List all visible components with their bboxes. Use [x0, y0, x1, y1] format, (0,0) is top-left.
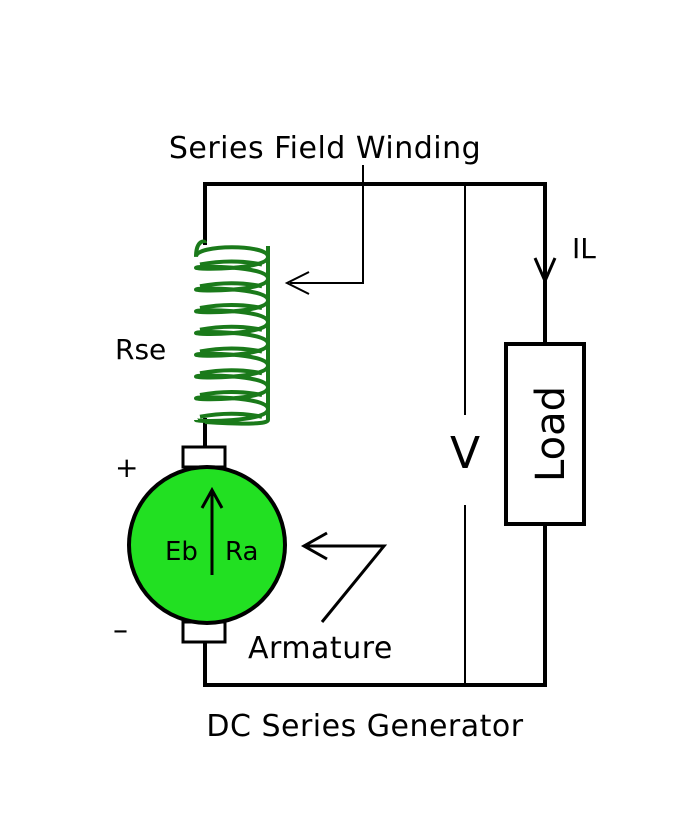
plus-label: + [115, 451, 138, 484]
coil-turn-segment [199, 368, 263, 376]
load-label: Load [528, 386, 574, 482]
coil-turn-segment [199, 411, 263, 419]
load-box [504, 342, 586, 526]
emf-arrow-icon [200, 486, 224, 509]
rse-label: Rse [115, 333, 166, 366]
current-label: IL [572, 232, 596, 265]
armature-pointer-icon [300, 531, 388, 623]
coil-turn-segment [199, 259, 263, 267]
armature-top-brush [181, 445, 227, 469]
coil-turns [193, 239, 271, 423]
armature-label: Armature [248, 631, 393, 666]
field-winding-pointer-icon [284, 165, 364, 295]
circuit-wires [203, 182, 547, 687]
coil-turn-segment [199, 281, 263, 289]
armature: Eb Ra [127, 445, 287, 644]
voltage-label: V [450, 428, 480, 479]
diagram-caption: DC Series Generator [206, 709, 523, 744]
coil-outer-edge [204, 246, 270, 426]
minus-label: – [113, 613, 128, 648]
armature-circle [127, 465, 287, 625]
armature-bottom-brush [181, 620, 227, 644]
coil-turn-segment [199, 346, 263, 354]
current-arrow-icon [533, 257, 557, 285]
series-field-coil-icon [193, 239, 271, 426]
coil-turn-segment [199, 302, 263, 310]
series-field-winding-label: Series Field Winding [169, 131, 481, 166]
coil-turn-segment [199, 324, 263, 332]
ra-label: Ra [225, 537, 258, 567]
eb-label: Eb [165, 537, 198, 567]
coil-turn-segment [199, 389, 263, 397]
